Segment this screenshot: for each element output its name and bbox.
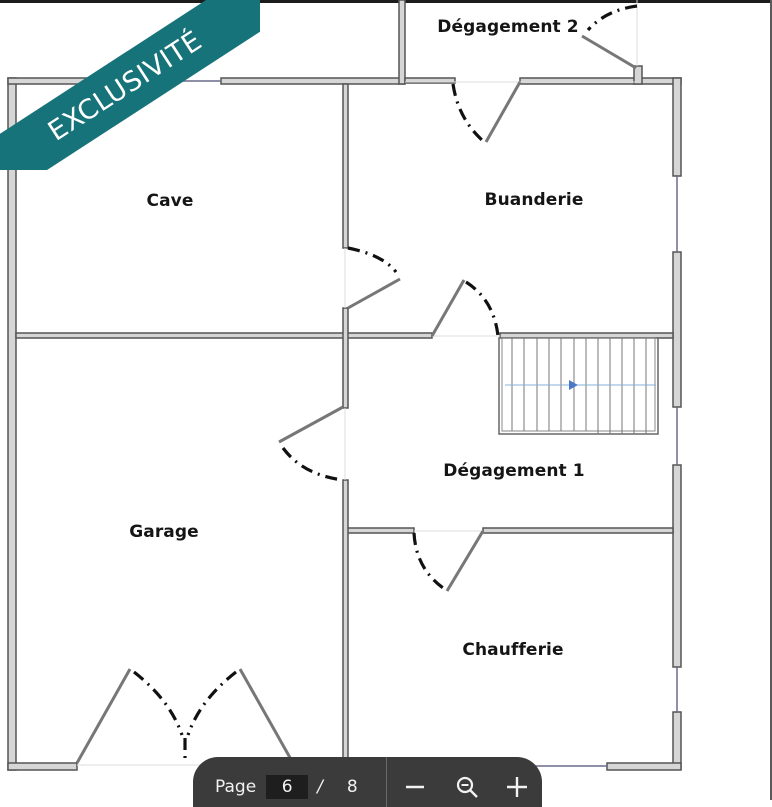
wall-central-2 — [342, 307, 349, 409]
wall-buand-deg1-a — [345, 332, 433, 339]
viewer-right-edge — [770, 0, 772, 800]
room-label-degagement-2: Dégagement 2 — [437, 17, 579, 37]
total-pages: 8 — [346, 777, 358, 797]
wall-outer-left — [7, 77, 17, 771]
wall-top-left — [7, 77, 143, 85]
wall-right-4 — [672, 711, 682, 770]
room-label-chaufferie: Chaufferie — [462, 640, 564, 660]
page-separator: / — [317, 777, 323, 797]
wall-top-right — [519, 77, 682, 85]
wall-right-1 — [672, 77, 682, 177]
room-label-buanderie: Buanderie — [484, 190, 584, 210]
wall-bottom-left — [7, 762, 78, 771]
zoom-out-button[interactable] — [395, 772, 435, 802]
wall-central-3 — [342, 479, 349, 771]
plus-icon — [506, 777, 527, 797]
wall-deg2-post — [633, 65, 643, 85]
wall-deg2-left — [398, 0, 406, 85]
wall-central-1 — [342, 83, 349, 249]
stair-direction-arrow-icon — [569, 380, 578, 390]
zoom-reset-button[interactable] — [447, 772, 487, 802]
wall-right-2 — [672, 251, 682, 408]
zoom-in-button[interactable] — [497, 772, 537, 802]
staircase — [498, 337, 659, 435]
wall-deg1-chauf-b — [482, 527, 674, 534]
room-label-garage: Garage — [129, 522, 199, 542]
wall-deg1-chauf-a — [345, 527, 415, 534]
room-label-degagement-1: Dégagement 1 — [443, 461, 585, 481]
wall-top-deg2-bottom-left — [404, 77, 456, 84]
wall-top-mid — [220, 77, 405, 85]
toolbar-divider — [385, 757, 387, 807]
page-navigation-toolbar: Page / 8 — [193, 757, 542, 807]
wall-right-3 — [672, 464, 682, 668]
wall-cave-garage — [15, 332, 347, 339]
wall-bottom-right — [606, 762, 682, 771]
zoom-out-magnifier-icon — [456, 776, 478, 798]
room-label-cave: Cave — [146, 191, 194, 211]
page-label: Page — [215, 777, 257, 797]
minus-icon — [405, 785, 424, 789]
current-page-input[interactable] — [266, 775, 309, 799]
viewer-top-edge — [0, 0, 772, 3]
